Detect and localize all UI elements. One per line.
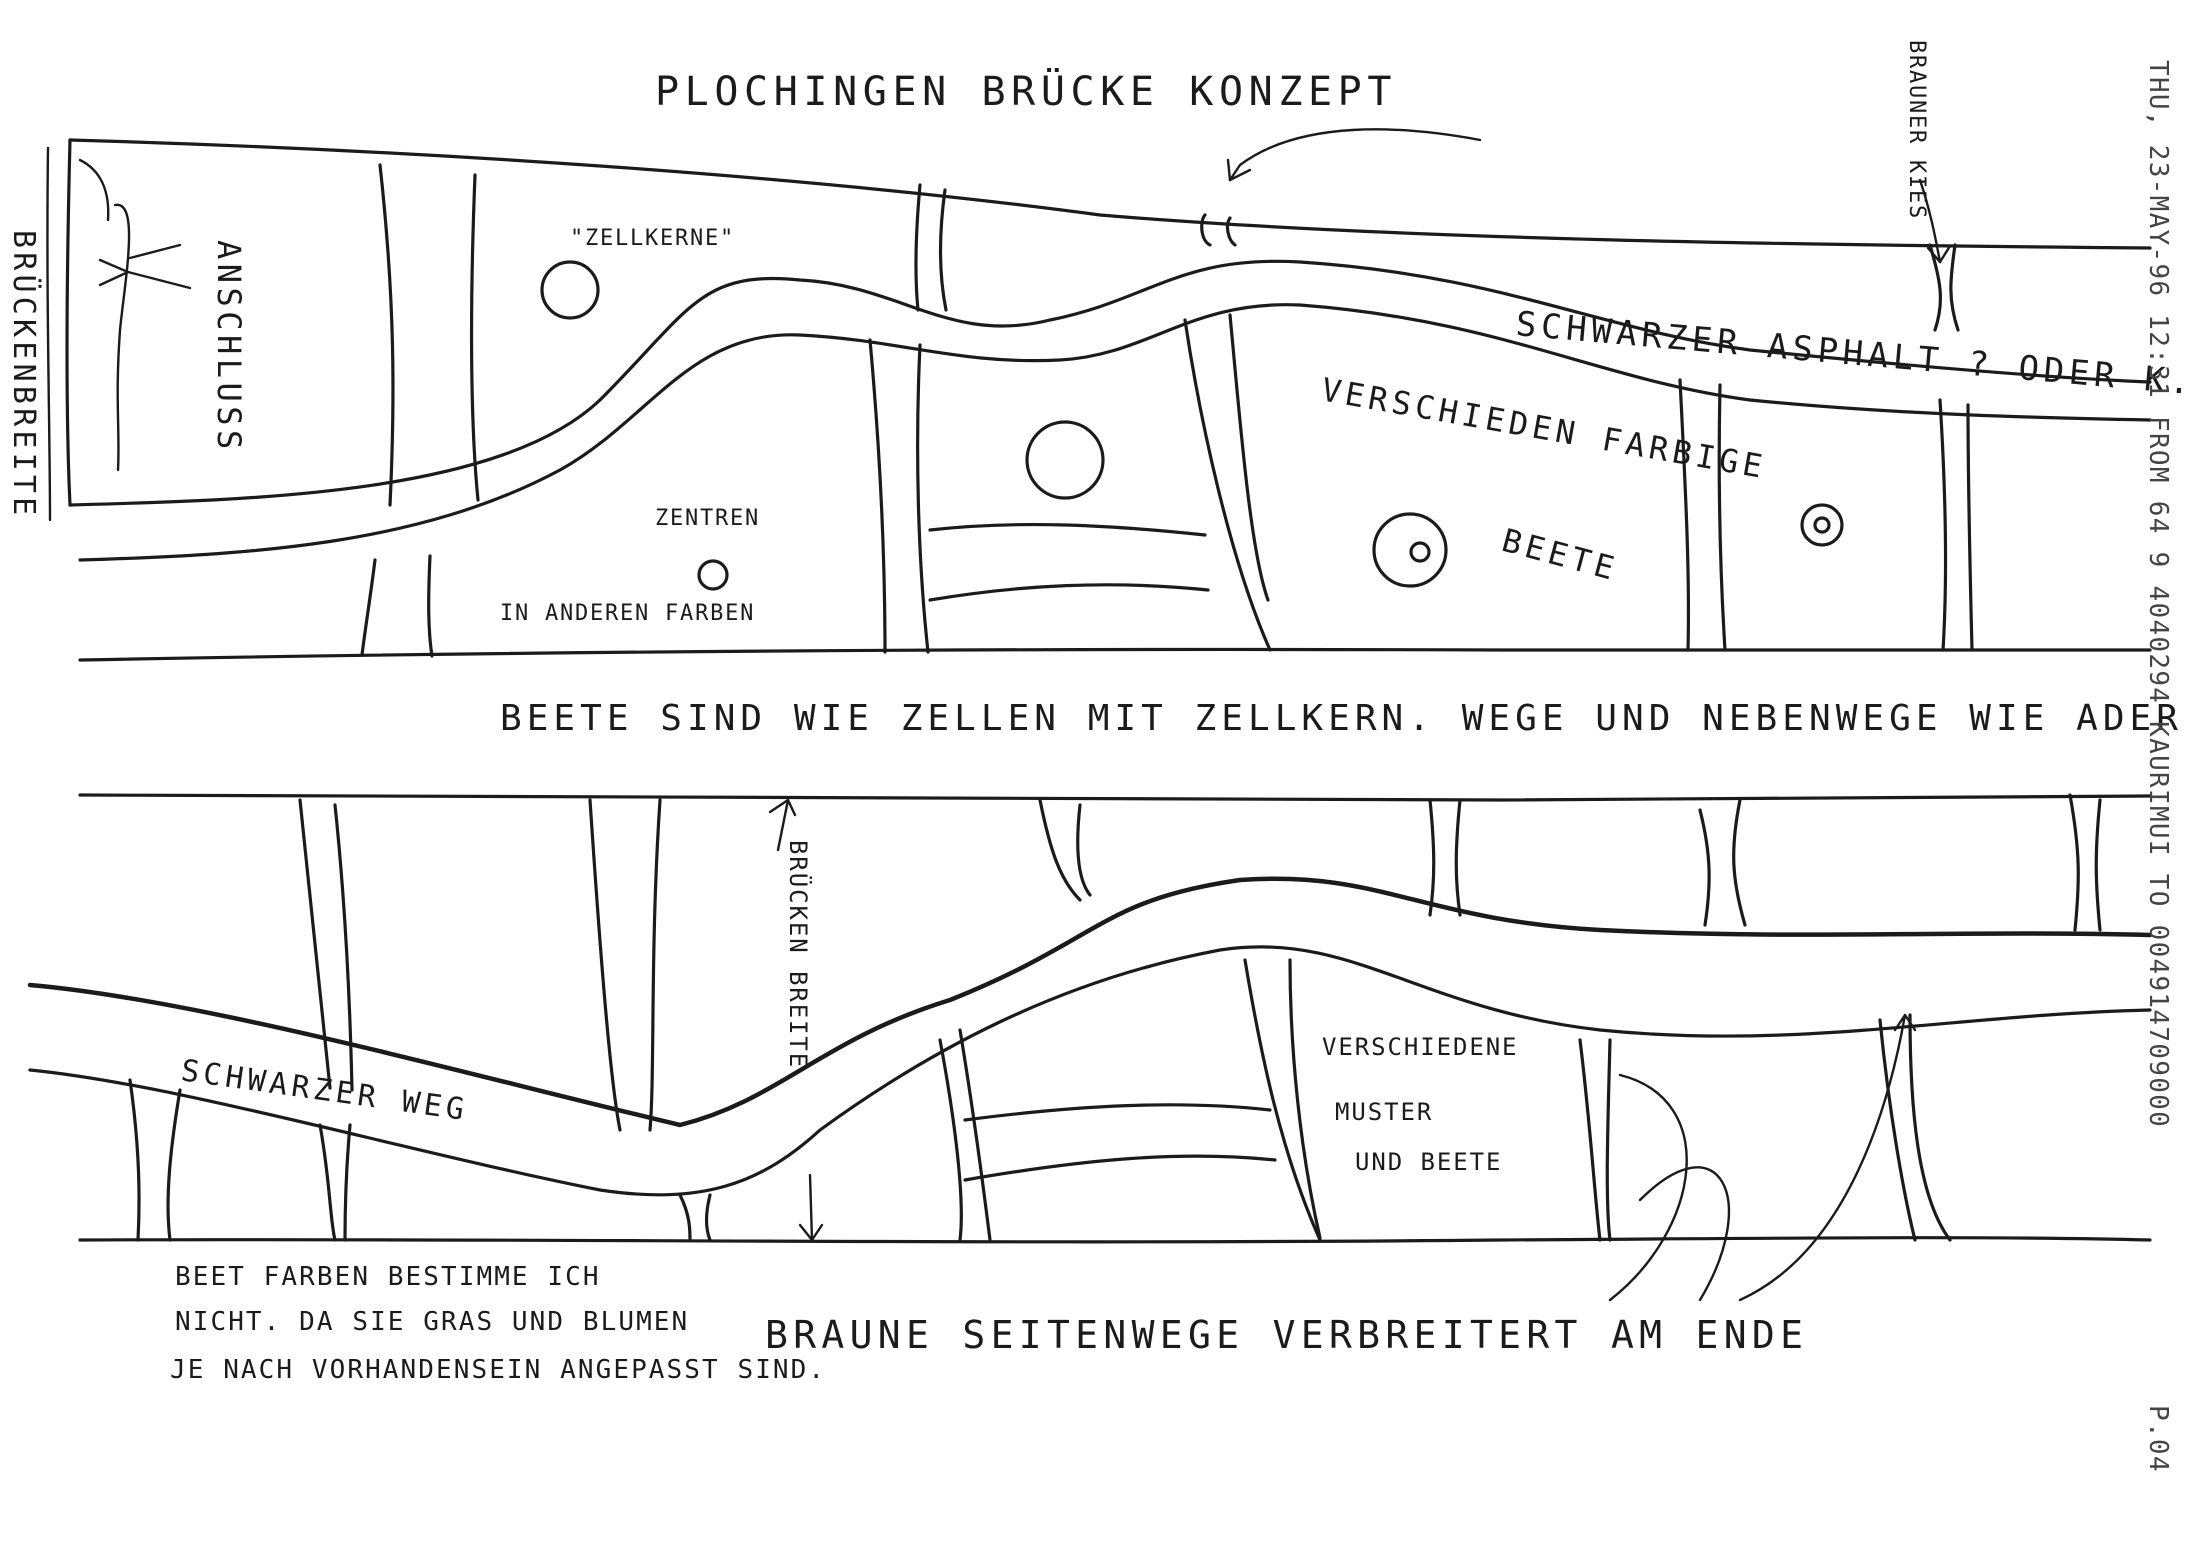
label-brueckenbreite-left: BRÜCKENBREITE <box>6 230 42 519</box>
label-in-anderen-farben: IN ANDEREN FARBEN <box>500 601 755 626</box>
label-muster: MUSTER <box>1335 1098 1433 1126</box>
lower-path-edge-bottom <box>28 945 2152 1197</box>
upper-bottom-edge <box>78 647 2152 662</box>
upper-panel <box>46 128 2152 662</box>
label-verschiedene: VERSCHIEDENE <box>1322 1033 1518 1061</box>
label-schwarzer-asphalt: SCHWARZER ASPHALT ? ODER K. <box>1514 304 2196 403</box>
lower-path-edge-top <box>27 876 2153 1128</box>
upper-path-edge-top <box>68 259 2152 507</box>
note-line-2: NICHT. DA SIE GRAS UND BLUMEN <box>175 1307 689 1337</box>
label-beete-upper: BEETE <box>1498 521 1623 588</box>
label-brueckenbreite-lower: BRÜCKEN BREITE <box>784 840 813 1069</box>
label-braune-seitenwege: BRAUNE SEITENWEGE VERBREITERT AM ENDE <box>765 1313 1808 1357</box>
upper-path-edge-bottom <box>78 303 2152 562</box>
upper-left-inner-edge <box>46 146 52 522</box>
label-verschieden-farbige: VERSCHIEDEN FARBIGE <box>1319 370 1770 486</box>
label-anschluss: ANSCHLUSS <box>210 240 248 454</box>
sketch-title: PLOCHINGEN BRÜCKE KONZEPT <box>655 67 1397 115</box>
lower-panel <box>27 793 2153 1302</box>
label-braunes-kies: BRAUNER KIES <box>1904 40 1929 220</box>
concept-statement: BEETE SIND WIE ZELLEN MIT ZELLKERN. WEGE… <box>500 698 2183 739</box>
note-line-3: JE NACH VORHANDENSEIN ANGEPASST SIND. <box>170 1355 826 1385</box>
label-und-beete: UND BEETE <box>1355 1148 1502 1176</box>
upper-left-edge <box>65 138 72 507</box>
lower-bottom-edge <box>78 1236 2152 1244</box>
upper-top-edge <box>68 138 2152 250</box>
label-zentren: ZENTREN <box>655 506 760 531</box>
lower-top-edge <box>78 793 2152 802</box>
note-line-1: BEET FARBEN BESTIMME ICH <box>175 1262 601 1292</box>
fax-header: THU, 23-MAY-96 12:31 FROM 64 9 4040294 K… <box>2143 60 2173 1128</box>
label-zellkerne: "ZELLKERNE" <box>570 226 735 251</box>
page-number: P.04 <box>2143 1405 2173 1473</box>
